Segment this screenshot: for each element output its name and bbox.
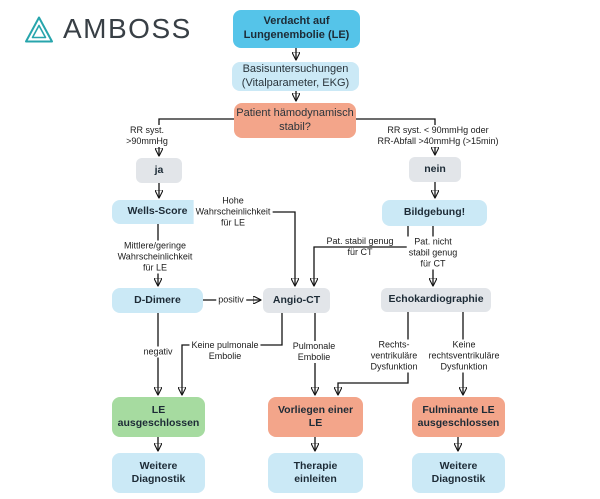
node-angio-ct: Angio-CT bbox=[263, 288, 330, 313]
brand-name: AMBOSS bbox=[63, 13, 192, 44]
edge-label-keine-pulmonale-embolie: Keine pulmonale Embolie bbox=[189, 340, 261, 362]
node-echokardiographie: Echokardiographie bbox=[381, 288, 491, 312]
node-d-dimere: D-Dimere bbox=[112, 288, 203, 313]
node-fulminante-le-ausgeschlossen: Fulminante LE ausgeschlossen bbox=[412, 397, 505, 437]
node-ja: ja bbox=[136, 158, 182, 183]
node-bildgebung: Bildgebung! bbox=[382, 200, 487, 226]
node-verdacht-le: Verdacht auf Lungenembolie (LE) bbox=[233, 10, 360, 48]
node-weitere-diagnostik-rechts: Weitere Diagnostik bbox=[412, 453, 505, 493]
node-therapie-einleiten: Therapie einleiten bbox=[268, 453, 363, 493]
node-wells-score: Wells-Score bbox=[112, 200, 203, 224]
edge-label-positiv: positiv bbox=[216, 294, 246, 306]
amboss-triangle-icon bbox=[25, 16, 53, 42]
edge-label-keine-rv-dysfunktion: Keine rechtsventrikuläre Dysfunktion bbox=[426, 339, 502, 373]
edge-label-pat-stabil-genug: Pat. stabil genug für CT bbox=[326, 236, 394, 257]
node-le-ausgeschlossen: LE ausgeschlossen bbox=[112, 397, 205, 437]
node-basisuntersuchungen: Basisuntersuchungen (Vitalparameter, EKG… bbox=[232, 62, 359, 91]
amboss-logo: AMBOSS bbox=[24, 13, 192, 45]
edge-stabil-ja bbox=[159, 118, 234, 155]
node-weitere-diagnostik-links: Weitere Diagnostik bbox=[112, 453, 205, 493]
edge-label-pat-nicht-stabil-genug: Pat. nicht stabil genug für CT bbox=[406, 236, 460, 270]
edge-label-hohe-wahrscheinlichkeit: Hohe Wahrscheinlichkeit für LE bbox=[193, 195, 273, 229]
edge-label-rv-dysfunktion: Rechts- ventrikuläre Dysfunktion bbox=[368, 339, 420, 373]
edge-label-negativ: negativ bbox=[141, 346, 175, 358]
edge-label-mittlere-wahrscheinlichkeit: Mittlere/geringe Wahrscheinlichkeit für … bbox=[115, 240, 195, 274]
edge-label-pulmonale-embolie: Pulmonale Embolie bbox=[290, 341, 338, 363]
edge-label-rr-over-90: RR syst. >90mmHg bbox=[124, 125, 170, 147]
node-vorliegen-le: Vorliegen einer LE bbox=[268, 397, 363, 437]
edge-label-rr-under-90: RR syst. < 90mmHg oder RR-Abfall >40mmHg… bbox=[375, 125, 501, 147]
node-haemodynamisch-stabil: Patient hämodynamisch stabil? bbox=[234, 103, 356, 138]
node-nein: nein bbox=[409, 157, 461, 182]
